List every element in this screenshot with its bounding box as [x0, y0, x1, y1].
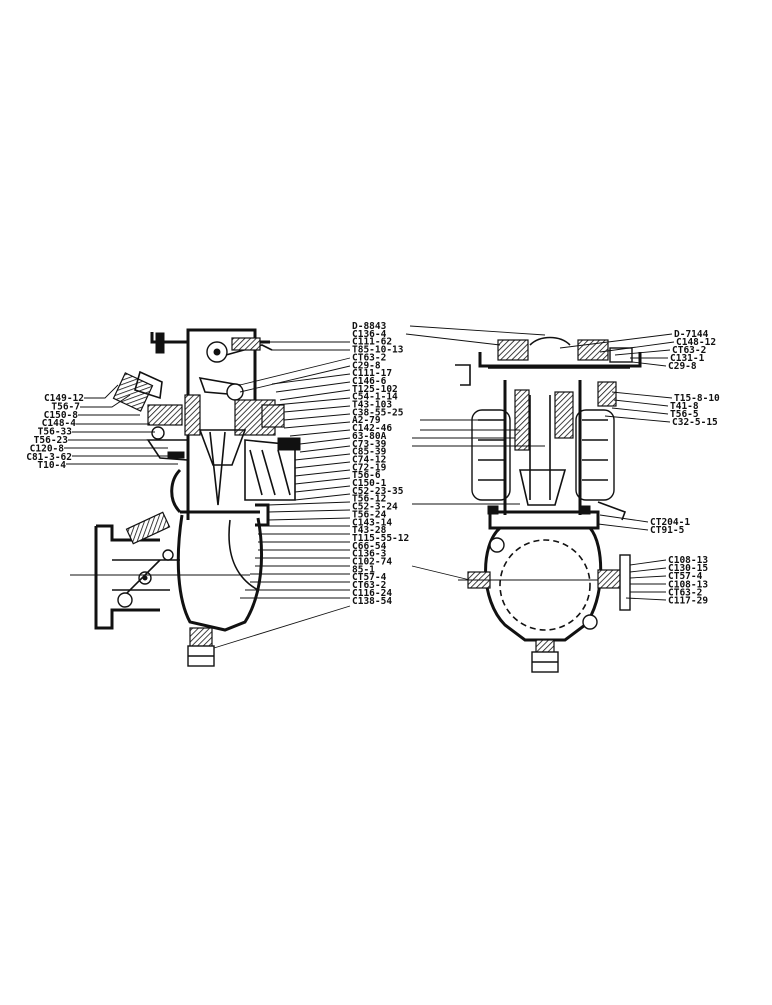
part-label: D-7144 — [674, 329, 709, 340]
part-label: C149-12 — [44, 393, 84, 404]
part-label: T85-10-13 — [352, 345, 404, 356]
center-part-labels: D-8843C136-4C111-62T85-10-13CT63-2C29-8C… — [352, 321, 409, 607]
part-label: T43-28 — [352, 525, 387, 536]
part-label: C108-13 — [668, 555, 708, 566]
part-label: T15-8-10 — [674, 393, 720, 404]
part-label: CT63-2 — [352, 580, 386, 591]
part-label: C143-14 — [352, 517, 392, 528]
leader-lines — [64, 325, 675, 649]
part-label: C66-54 — [352, 541, 387, 552]
part-label: C148-12 — [676, 337, 716, 348]
part-label: C102-74 — [352, 557, 392, 568]
part-label: C29-8 — [668, 361, 697, 372]
left-carburetor-drawing — [70, 328, 301, 667]
left-part-labels: C149-12T56-7C150-8C148-4T56-33T56-23C120… — [26, 393, 84, 471]
part-label: C54-1-14 — [352, 392, 398, 403]
part-label: C74-12 — [352, 454, 386, 465]
part-label: A2-79 — [352, 415, 381, 426]
part-label: C116-24 — [352, 588, 392, 599]
part-label: C146-6 — [352, 376, 387, 387]
part-label: 63-80A — [352, 431, 387, 442]
part-label: C148-4 — [42, 418, 77, 429]
part-label: C108-13 — [668, 579, 708, 590]
part-label: C120-8 — [30, 443, 65, 454]
part-label: C73-39 — [352, 439, 387, 450]
part-label: C142-46 — [352, 423, 392, 434]
part-label: T56-5 — [670, 409, 699, 420]
part-label: CT57-4 — [668, 571, 703, 582]
part-label: C150-1 — [352, 478, 387, 489]
part-label: C29-8 — [352, 360, 381, 371]
part-label: T41-8 — [670, 401, 699, 412]
part-label: C111-17 — [352, 368, 392, 379]
part-label: CT57-4 — [352, 572, 387, 583]
part-label: CT204-1 — [650, 517, 690, 528]
part-label: C72-19 — [352, 462, 387, 473]
part-label: CT63-2 — [672, 345, 706, 356]
right-carburetor-drawing — [455, 336, 642, 673]
part-label: CT91-5 — [650, 525, 685, 536]
part-label: T56-7 — [51, 401, 80, 412]
part-label: D-8843 — [352, 321, 387, 332]
part-label: T125-102 — [352, 384, 398, 395]
part-label: C150-8 — [44, 410, 79, 421]
part-label: 85-1 — [352, 564, 375, 575]
part-label: T56-24 — [352, 509, 387, 520]
part-label: C131-1 — [670, 353, 705, 364]
part-label: C111-62 — [352, 337, 392, 348]
part-label: C136-4 — [352, 329, 387, 340]
part-label: T115-55-12 — [352, 533, 409, 544]
part-label: C138-54 — [352, 596, 392, 607]
part-label: T56-6 — [352, 470, 381, 481]
part-label: T10-4 — [37, 460, 66, 471]
part-label: C38-55-25 — [352, 407, 404, 418]
part-label: C136-3 — [352, 549, 387, 560]
right-upper-part-labels: D-7144C148-12CT63-2C131-1C29-8T15-8-10T4… — [668, 329, 720, 428]
part-label: T56-33 — [38, 427, 73, 438]
part-label: CT63-2 — [668, 587, 702, 598]
part-label: C32-5-15 — [672, 417, 718, 428]
part-label: C117-29 — [668, 596, 708, 607]
part-label: C130-15 — [668, 563, 708, 574]
part-label: T43-103 — [352, 400, 392, 411]
part-label: CT63-2 — [352, 352, 386, 363]
part-label: C52-3-24 — [352, 502, 398, 513]
part-label: T56-12 — [352, 494, 386, 505]
part-label: C81-3-62 — [26, 452, 72, 463]
part-label: C85-39 — [352, 447, 387, 458]
part-label: C52-23-35 — [352, 486, 404, 497]
part-label: T56-23 — [34, 435, 69, 446]
